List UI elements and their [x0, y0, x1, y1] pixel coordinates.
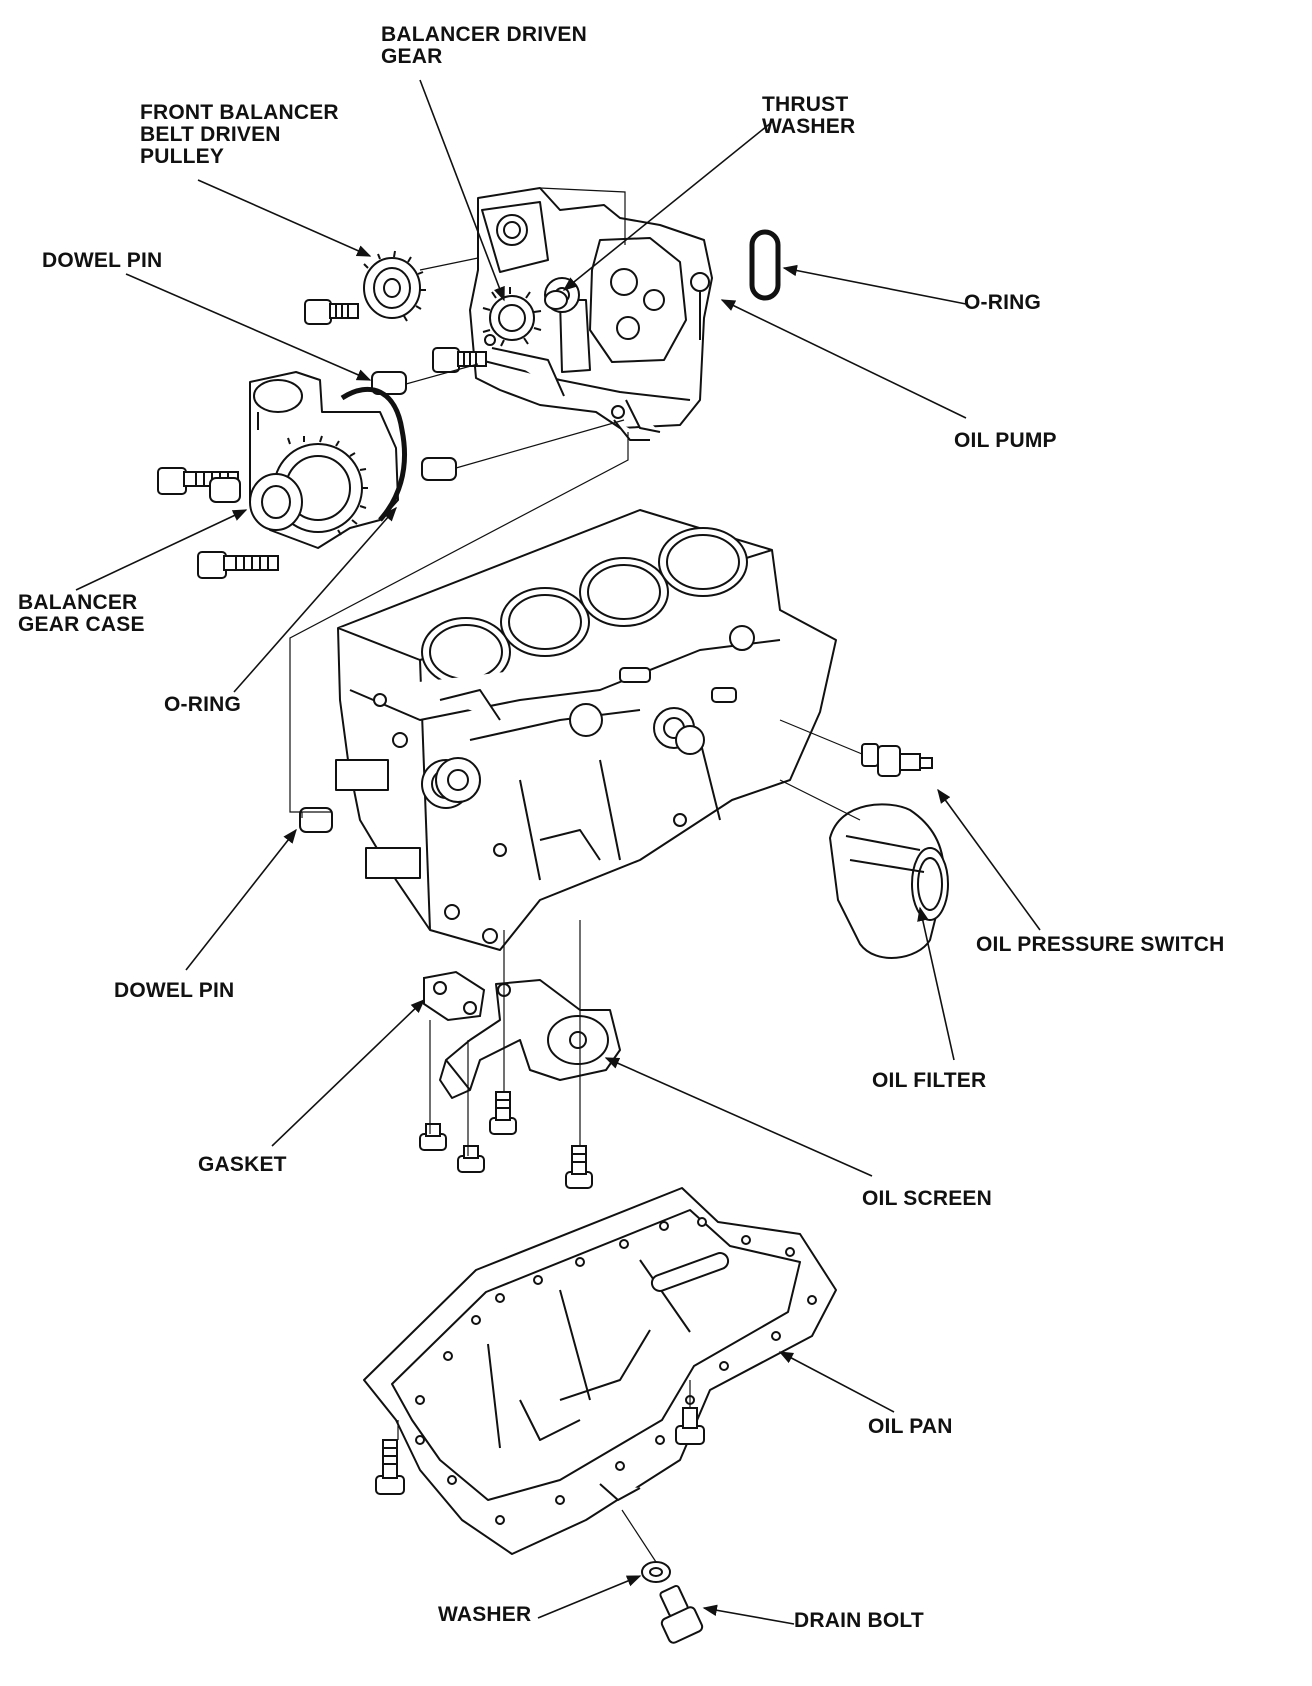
label-oil-pump: OIL PUMP: [954, 429, 1057, 452]
arrow-balancer-gear-case: [75, 509, 248, 591]
o-ring-case-ring: [340, 387, 407, 522]
label-oil-filter: OIL FILTER: [872, 1069, 987, 1092]
label-drain-bolt: DRAIN BOLT: [794, 1609, 924, 1632]
oil-screen-bolt-c: [489, 1091, 517, 1135]
arrow-gasket: [271, 999, 426, 1147]
arrow-o-ring-top: [782, 264, 967, 305]
arrow-front-balancer-pulley: [197, 179, 372, 257]
label-dowel-pin-top: DOWEL PIN: [42, 249, 163, 272]
label-oil-screen: OIL SCREEN: [862, 1187, 992, 1210]
label-oil-pan: OIL PAN: [868, 1415, 953, 1438]
arrow-washer: [537, 1575, 642, 1619]
dowel-pin-lower: [299, 807, 333, 833]
label-oil-pressure-switch: OIL PRESSURE SWITCH: [976, 933, 1225, 956]
arrow-o-ring-case: [233, 506, 397, 693]
oil-pump: [469, 187, 713, 441]
oil-pressure-switch: [861, 743, 933, 777]
dowel-pin-upper-b: [421, 457, 457, 481]
gear-case-dowel: [209, 477, 241, 503]
label-washer: WASHER: [438, 1603, 532, 1626]
crankshaft-gear: [435, 757, 481, 803]
label-o-ring-case: O-RING: [164, 693, 242, 716]
arrow-oil-pump: [720, 299, 967, 419]
oil-pan: [363, 1187, 837, 1555]
o-ring-top: [749, 229, 781, 301]
engine-block: [335, 509, 837, 951]
label-gasket: GASKET: [198, 1153, 287, 1176]
oil-pan-bolt-left: [375, 1439, 405, 1495]
oil-screen-bolt-a: [419, 1123, 447, 1151]
arrow-thrust-washer: [562, 121, 773, 291]
arrow-balancer-driven-gear: [419, 79, 505, 302]
thrust-washer: [544, 290, 568, 310]
arrow-oil-filter: [917, 906, 955, 1061]
leader-arrows: [75, 79, 1041, 1625]
gasket: [423, 970, 486, 1022]
driven-gear-bolt: [432, 347, 487, 373]
label-balancer-gear-case: BALANCER GEAR CASE: [18, 591, 145, 636]
oil-screen-bolt-b: [457, 1145, 485, 1173]
oil-screen: [439, 979, 621, 1099]
label-thrust-washer: THRUST WASHER: [762, 93, 856, 138]
dowel-pin-upper-a: [371, 371, 407, 395]
pulley-bolt: [304, 299, 359, 325]
arrow-oil-pan: [778, 1351, 895, 1413]
arrow-dowel-pin-bottom: [185, 828, 297, 971]
balancer-gear-case: [249, 371, 399, 549]
arrow-drain-bolt: [702, 1604, 795, 1625]
front-balancer-pulley: [363, 250, 426, 322]
oil-screen-bolt-d: [565, 1145, 593, 1189]
label-dowel-pin-bottom: DOWEL PIN: [114, 979, 235, 1002]
arrow-oil-pressure-switch: [937, 788, 1041, 931]
alignment-lines: [289, 187, 863, 1563]
arrow-dowel-pin-top: [125, 273, 372, 381]
oil-filter: [828, 803, 949, 959]
label-o-ring-top: O-RING: [964, 291, 1042, 314]
arrow-oil-screen: [604, 1057, 873, 1177]
label-balancer-driven-gear: BALANCER DRIVEN GEAR: [381, 23, 588, 68]
drain-bolt: [659, 1584, 704, 1644]
label-front-balancer-pulley: FRONT BALANCER BELT DRIVEN PULLEY: [140, 101, 339, 168]
gear-case-bolt-bottom: [197, 551, 279, 579]
